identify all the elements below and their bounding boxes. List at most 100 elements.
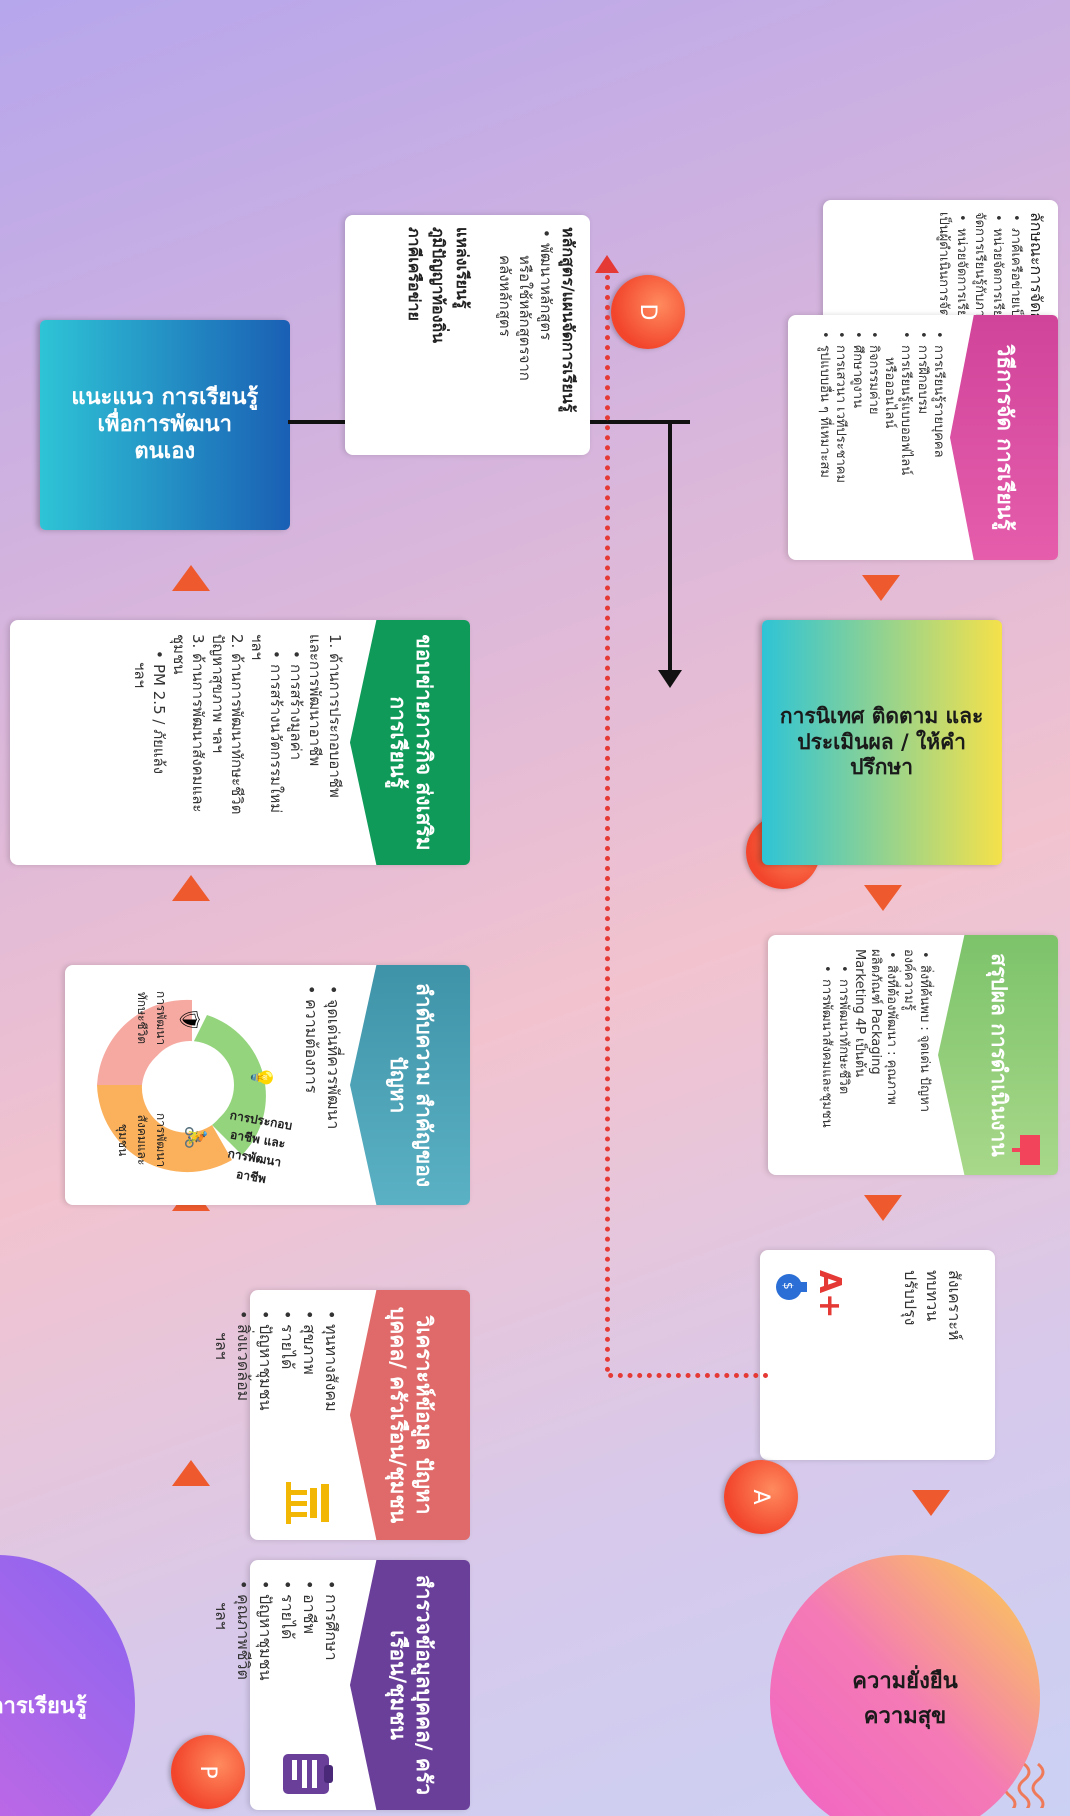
segment-label-career: การประกอบอาชีพ และการพัฒนาอาชีพ bbox=[226, 1108, 294, 1187]
list-item: การสร้างนวัตกรรมใหม่ bbox=[266, 634, 286, 859]
feedback-dotted-line-vertical bbox=[608, 1373, 768, 1378]
arrow-7 bbox=[864, 1195, 902, 1221]
connector-guide-curriculum bbox=[288, 420, 350, 424]
list-item: การสร้างมูลค่า bbox=[286, 634, 305, 859]
curriculum-list: พัฒนาหลักสูตร หรือใช้หลักสูตรจาก คลังหลั… bbox=[494, 227, 556, 447]
list-item: ทบทวน bbox=[922, 1270, 942, 1322]
shield-icon: 🛡 bbox=[178, 1007, 202, 1033]
network-heading: ภาคีเครือข่าย bbox=[405, 227, 424, 321]
survey-card: สำรวจข้อมูลบุคคล/ ครัวเรือน/ชุมชน การศึก… bbox=[212, 1560, 470, 1810]
list-item: ปัญหาสุขภาพ ฯลฯ bbox=[209, 634, 227, 754]
curriculum-heading: หลักสูตร/แผนจัดการเรียนรู้ bbox=[559, 227, 578, 413]
list-item: การเสวนา เวทีประชาคม bbox=[832, 329, 849, 554]
area-donut bbox=[97, 999, 266, 1173]
presentation-icon bbox=[1012, 1135, 1040, 1165]
methods-list: การเรียนรู้รายบุคคล การฝึกอบรม การเรียนร… bbox=[816, 329, 946, 554]
money-bag-icon: $ bbox=[776, 1274, 807, 1300]
badge-d: D bbox=[611, 275, 685, 349]
list-item: สังเคราะห์ bbox=[945, 1270, 964, 1341]
svg-text:$: $ bbox=[781, 1282, 795, 1290]
list-item: ผลิตภัณฑ์ Packaging bbox=[868, 949, 884, 1075]
summary-card: สรุปผล การดำเนินงาน สิ่งที่ค้นพบ : จุดเด… bbox=[768, 935, 1058, 1175]
list-item: การเรียนรู้รายบุคคล bbox=[930, 329, 946, 554]
local-wisdom-heading: ภูมิปัญญาท้องถิ่น bbox=[429, 227, 448, 344]
list-item: ทุนทางสังคม bbox=[320, 1308, 342, 1468]
start-label: หน่วยจัดการเรียนรู้ bbox=[0, 1693, 87, 1719]
clipboard-icon bbox=[283, 1754, 333, 1794]
list-item: รายได้ bbox=[276, 1578, 298, 1738]
list-item: ฯลฯ bbox=[131, 662, 149, 689]
list-item: 3. ด้านการพัฒนาสังคมและ bbox=[189, 634, 208, 813]
connector-curriculum-features bbox=[585, 420, 690, 424]
segment-label-community: การพัฒนา สังคมและชุมชน bbox=[116, 1112, 168, 1168]
arrow-5 bbox=[862, 575, 900, 601]
list-item: การพัฒนาสังคมและชุมชน bbox=[818, 949, 835, 1169]
list-item: การศึกษา bbox=[320, 1578, 342, 1738]
prioritize-card: ลำดับความ สำคัญของ ปัญหา จุดเด่นที่ควรพั… bbox=[65, 965, 470, 1205]
improve-card: A+ สังเคราะห์ ทบทวน ปรับปรุง $ bbox=[760, 1250, 995, 1460]
list-item: ชุมชน bbox=[170, 634, 188, 675]
list-item: ปรับปรุง bbox=[900, 1270, 920, 1326]
prioritize-list: จุดเด่นที่ควรพัฒนา ความต้องการ bbox=[300, 983, 344, 1193]
arrow-1 bbox=[172, 1460, 210, 1486]
scope-header: ขอบข่ายภารกิจ ส่งเสริมการเรียนรู้ bbox=[350, 620, 470, 865]
list-item: หรือออนไลน์ bbox=[882, 357, 898, 429]
summary-list: สิ่งที่ค้นพบ : จุดเด่น ปัญหา องค์ความรู้… bbox=[818, 949, 933, 1169]
list-item: การฝึกอบรม bbox=[914, 329, 930, 554]
methods-header: วิธีการจัด การเรียนรู้ bbox=[950, 315, 1058, 560]
improve-list: สังเคราะห์ ทบทวน ปรับปรุง bbox=[899, 1270, 965, 1390]
list-item: 1. ด้านการประกอบอาชีพ bbox=[326, 634, 344, 798]
list-item: จุดเด่นที่ควรพัฒนา bbox=[322, 983, 344, 1193]
scope-list: 1. ด้านการประกอบอาชีพ และการพัฒนาอาชีพ ก… bbox=[130, 634, 344, 859]
pagoda-icon bbox=[286, 1482, 329, 1524]
methods-title: วิธีการจัด การเรียนรู้ bbox=[992, 344, 1017, 531]
monitor-title: การนิเทศ ติดตาม และประเมินผล / ให้คำปรึก… bbox=[780, 704, 984, 780]
list-item: ศึกษาดูงาน bbox=[849, 329, 865, 554]
list-item: 2. ด้านการพัฒนาทักษะชีวิต bbox=[228, 634, 247, 815]
donut-segment-community bbox=[97, 1085, 232, 1173]
arrow-3 bbox=[172, 875, 210, 901]
connector-to-methods bbox=[668, 420, 672, 675]
arrow-8 bbox=[912, 1490, 950, 1516]
list-item: รายได้ bbox=[276, 1308, 298, 1468]
list-item: การเรียนรู้แบบออฟไลน์ bbox=[897, 329, 914, 554]
prioritize-title: ลำดับความ สำคัญของ ปัญหา bbox=[386, 982, 436, 1188]
list-item: สุขภาพ bbox=[298, 1308, 320, 1468]
list-item: สิ่งแวดล้อม bbox=[232, 1308, 254, 1468]
list-item: องค์ความรู้ bbox=[900, 949, 916, 1011]
survey-list: การศึกษา อาชีพ รายได้ ปัญหาชุมชน คุณภาพช… bbox=[232, 1578, 342, 1738]
list-item: อาชีพ bbox=[298, 1578, 320, 1738]
badge-a: A bbox=[724, 1460, 798, 1534]
feedback-dotted-line-horizontal bbox=[605, 275, 610, 1373]
guide-title: แนะแนว การเรียนรู้ เพื่อการพัฒนา ตนเอง bbox=[71, 384, 259, 464]
list-item: ปัญหาชุมชน bbox=[254, 1308, 276, 1468]
summary-title: สรุปผล การดำเนินงาน bbox=[986, 953, 1011, 1157]
end-label-sustainability: ความยั่งยืน bbox=[852, 1668, 958, 1694]
list-item: และการพัฒนาอาชีพ bbox=[306, 634, 325, 767]
list-item: หรือใช้หลักสูตรจาก bbox=[516, 255, 535, 381]
scope-card: ขอบข่ายภารกิจ ส่งเสริมการเรียนรู้ 1. ด้า… bbox=[10, 620, 470, 865]
badge-p: P bbox=[171, 1735, 245, 1809]
analyze-list: ทุนทางสังคม สุขภาพ รายได้ ปัญหาชุมชน สิ่… bbox=[232, 1308, 342, 1468]
list-item: พัฒนาหลักสูตร bbox=[535, 227, 556, 447]
feedback-arrowhead bbox=[595, 255, 619, 273]
end-node: ความยั่งยืน ความสุข bbox=[770, 1555, 1040, 1816]
lightbulb-icon: 💡 bbox=[250, 1065, 274, 1090]
methods-card: วิธีการจัด การเรียนรู้ การเรียนรู้รายบุค… bbox=[788, 315, 1058, 560]
list-item: ความต้องการ bbox=[300, 983, 322, 1193]
start-node: หน่วยจัดการเรียนรู้ bbox=[0, 1555, 135, 1816]
list-item: กิจกรรมค่าย bbox=[865, 329, 881, 554]
survey-header: สำรวจข้อมูลบุคคล/ ครัวเรือน/ชุมชน bbox=[350, 1560, 470, 1810]
analyze-header: วิเคราะห์ข้อมูล ปัญหาบุคคล/ ครัวเรือน/ชุ… bbox=[350, 1290, 470, 1540]
list-item: ปัญหาชุมชน bbox=[254, 1578, 276, 1738]
list-item: ฯลฯ bbox=[248, 634, 266, 661]
end-label-happiness: ความสุข bbox=[863, 1703, 947, 1729]
survey-title: สำรวจข้อมูลบุคคล/ ครัวเรือน/ชุมชน bbox=[386, 1574, 436, 1796]
donut-segment-life-skills bbox=[97, 999, 192, 1085]
list-item: รูปแบบอื่น ๆ ที่เหมาะสม bbox=[816, 329, 832, 554]
arrow-4 bbox=[172, 565, 210, 591]
scope-title: ขอบข่ายภารกิจ ส่งเสริมการเรียนรู้ bbox=[386, 634, 436, 851]
survey-etc: ฯลฯ bbox=[212, 1602, 231, 1630]
